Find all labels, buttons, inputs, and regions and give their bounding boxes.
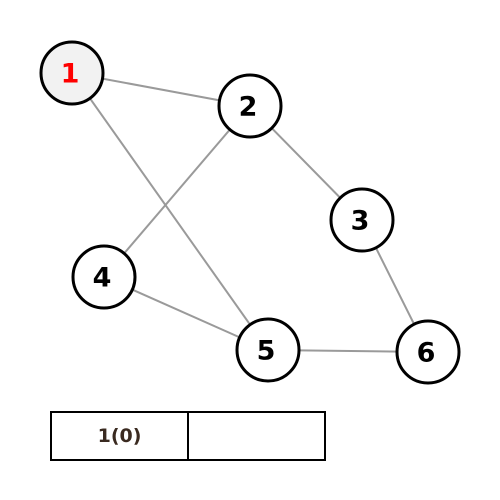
queue-box: 1(0) <box>50 411 326 461</box>
node-2-label: 2 <box>239 92 258 123</box>
node-6-label: 6 <box>417 338 436 369</box>
node-2: 2 <box>217 73 283 139</box>
queue-cell-1: 1(0) <box>97 425 142 447</box>
node-6: 6 <box>395 319 461 385</box>
node-2-circle <box>217 73 283 139</box>
edge-2-4 <box>103 105 251 278</box>
node-layer: 1 2 3 4 5 6 <box>39 40 461 385</box>
edge-1-5 <box>71 72 269 351</box>
node-1-circle <box>39 40 105 106</box>
node-3-label: 3 <box>351 206 370 237</box>
node-1-label: 1 <box>61 59 80 90</box>
node-5-label: 5 <box>257 336 276 367</box>
queue-cell-2 <box>187 413 324 459</box>
node-3: 3 <box>329 187 395 253</box>
node-4-circle <box>71 244 137 310</box>
node-5-circle <box>235 317 301 383</box>
node-4-label: 4 <box>93 263 112 294</box>
node-4: 4 <box>71 244 137 310</box>
node-6-circle <box>395 319 461 385</box>
node-1: 1 <box>39 40 105 106</box>
node-5: 5 <box>235 317 301 383</box>
node-3-circle <box>329 187 395 253</box>
